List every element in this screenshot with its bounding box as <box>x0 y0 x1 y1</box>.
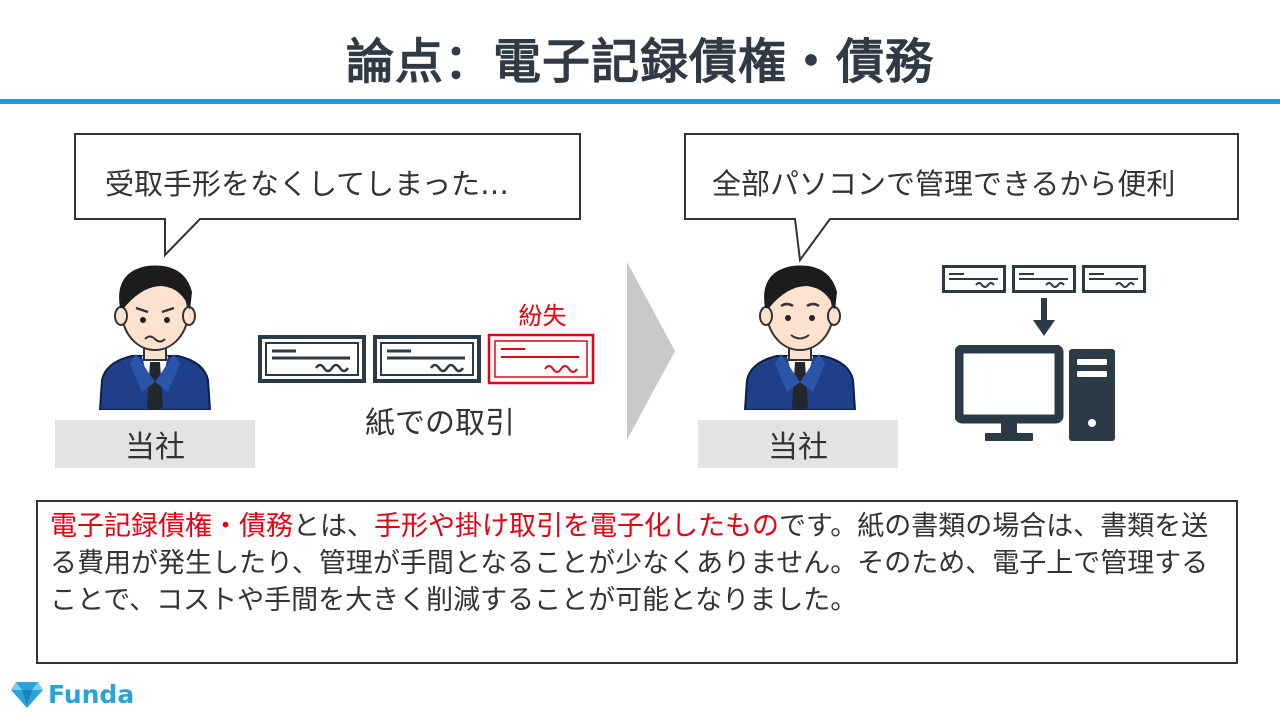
lost-bill-icon <box>487 333 595 385</box>
desktop-computer-icon <box>955 345 1115 441</box>
lost-label: 紛失 <box>518 302 567 330</box>
bill-icon <box>942 265 1006 293</box>
bill-icon <box>373 335 481 383</box>
paper-transaction-caption: 紙での取引 <box>365 406 515 441</box>
person-label-right: 当社 <box>698 420 898 468</box>
bill-icon <box>1012 265 1076 293</box>
arrow-down-icon <box>1033 298 1055 336</box>
person-label-left: 当社 <box>55 420 255 468</box>
speech-text-left: 受取手形をなくしてしまった… <box>105 167 509 201</box>
description-highlight-term: 電子記録債権・債務 <box>50 511 293 542</box>
bill-icon <box>1082 265 1146 293</box>
description-box: 電子記録債権・債務とは、手形や掛け取引を電子化したものです。紙の書類の場合は、書… <box>36 500 1238 664</box>
person-worried-icon <box>98 265 212 410</box>
page-title: 論点：電子記録債権・債務 <box>345 34 934 90</box>
diamond-logo-icon <box>11 681 43 708</box>
chevron-right-icon <box>627 262 675 440</box>
brand-logo: Funda <box>10 680 134 709</box>
person-smiling-icon <box>743 265 857 410</box>
logo-text: Funda <box>48 680 135 709</box>
bill-icon <box>258 335 366 383</box>
title-divider <box>0 99 1280 104</box>
speech-text-right: 全部パソコンで管理できるから便利 <box>712 167 1176 201</box>
description-text: とは、 <box>293 511 374 542</box>
description-highlight-definition: 手形や掛け取引を電子化したもの <box>374 511 779 542</box>
description-text: です。紙の書類の場合は、書類を送る費用が発生したり、管理が手間となることが少なく… <box>50 511 1209 616</box>
